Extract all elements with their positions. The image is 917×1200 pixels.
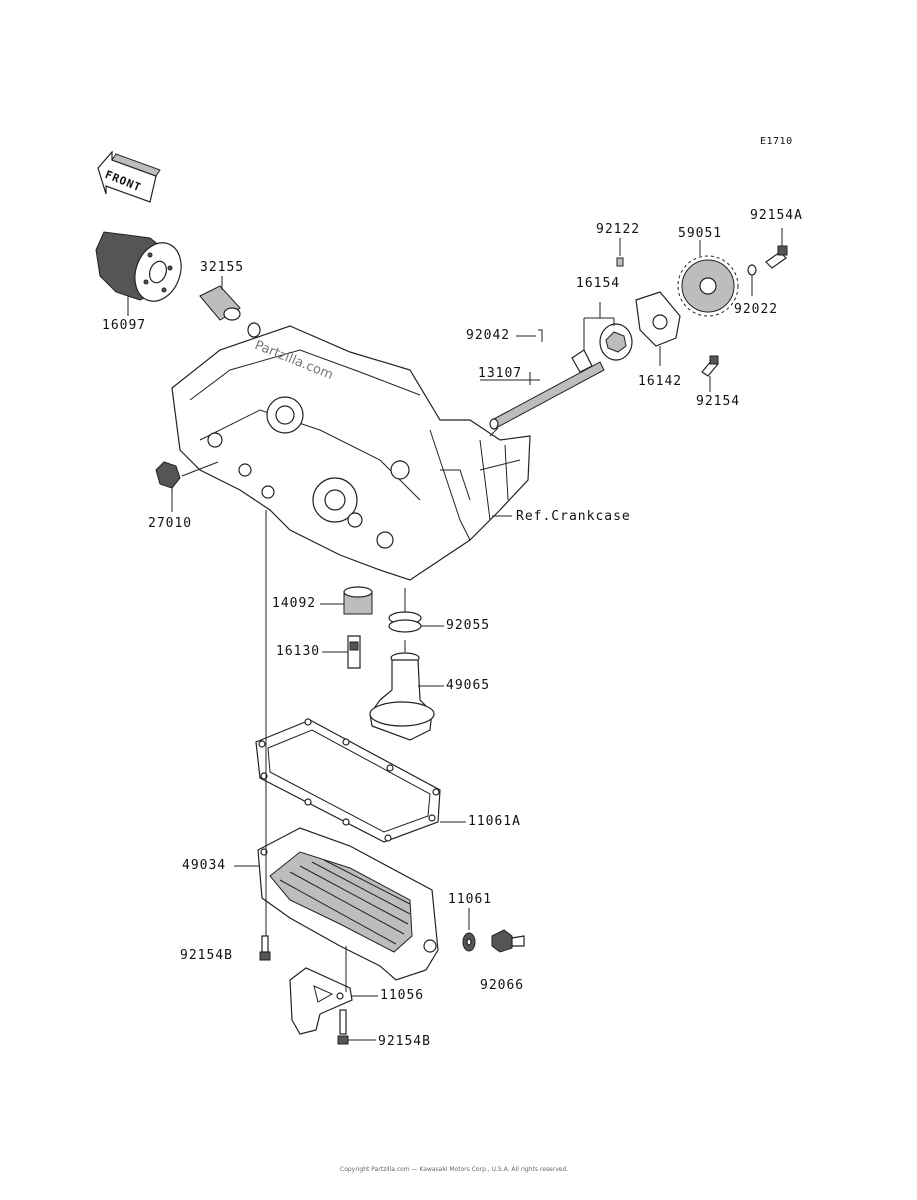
bolt-92154B-bottom: [337, 1009, 349, 1045]
plug-27010: [155, 461, 181, 489]
rotor-16154: [571, 323, 633, 373]
part-label-11061: 11061: [448, 892, 493, 907]
valve-16130: [347, 635, 361, 669]
oil-strainer-49065: [369, 640, 435, 741]
bolt-92154: [701, 355, 719, 377]
part-label-11056: 11056: [380, 988, 425, 1003]
bolt-92154A: [765, 245, 788, 269]
crankcase: [171, 325, 531, 581]
part-label-16130: 16130: [276, 644, 321, 659]
front-arrow-icon: [97, 150, 161, 203]
part-label-92066: 92066: [480, 978, 525, 993]
oil-pump-shaft-13107: [489, 361, 605, 430]
part-label-16097: 16097: [102, 318, 147, 333]
part-label-92122: 92122: [596, 222, 641, 237]
washer-92022: [747, 264, 757, 276]
part-label-13107: 13107: [478, 366, 523, 381]
cap-14092: [343, 586, 373, 615]
drain-plug-92066: [491, 929, 525, 953]
washer-11061: [462, 932, 476, 952]
pin-92042: [538, 329, 543, 342]
bolt-92154B-left: [259, 935, 271, 961]
part-label-92022: 92022: [734, 302, 779, 317]
part-label-92154B-left: 92154B: [180, 948, 233, 963]
copyright-footer: Copyright Partzilla.com — Kawasaki Motor…: [340, 1166, 569, 1173]
part-label-92154A: 92154A: [750, 208, 803, 223]
pipe-32155: [199, 285, 261, 338]
part-label-16142: 16142: [638, 374, 683, 389]
part-label-27010: 27010: [148, 516, 193, 531]
pin-92122: [616, 257, 624, 267]
part-label-92154: 92154: [696, 394, 741, 409]
ref-crankcase-label: Ref.Crankcase: [516, 509, 631, 524]
part-label-92154B-bottom: 92154B: [378, 1034, 431, 1049]
part-label-14092: 14092: [272, 596, 317, 611]
gasket-11061A: [255, 718, 441, 843]
part-label-92055: 92055: [446, 618, 491, 633]
part-label-16154: 16154: [576, 276, 621, 291]
part-label-32155: 32155: [200, 260, 245, 275]
diagram-code: E1710: [760, 136, 793, 147]
oil-filter-16097: [95, 231, 182, 302]
pump-cover-16142: [635, 291, 681, 347]
part-label-59051: 59051: [678, 226, 723, 241]
sprocket-59051: [677, 255, 739, 317]
part-label-49065: 49065: [446, 678, 491, 693]
part-label-92042: 92042: [466, 328, 511, 343]
part-label-49034: 49034: [182, 858, 227, 873]
part-label-11061A: 11061A: [468, 814, 521, 829]
o-ring-92055: [388, 588, 422, 633]
bracket-11056: [289, 967, 353, 1035]
oil-pan-49034: [257, 827, 439, 981]
